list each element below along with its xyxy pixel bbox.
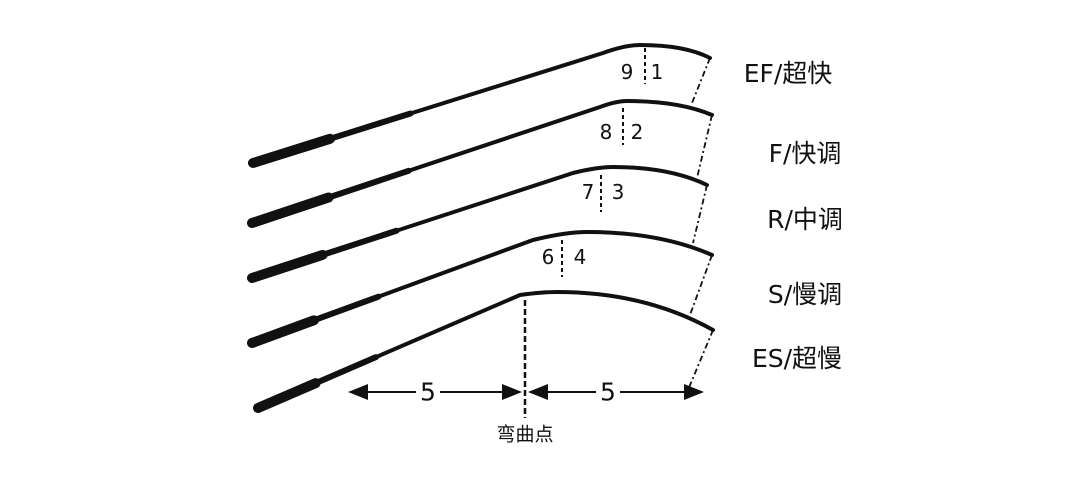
action-label-f: F/快调 <box>768 139 842 168</box>
rod-handle-es <box>253 378 321 413</box>
tip-deflection-line-es <box>687 329 714 391</box>
rod-butt-f <box>325 167 412 201</box>
ratio-left-f: 8 <box>599 120 613 144</box>
ratio-left-s: 6 <box>541 245 555 269</box>
tip-deflection-line-r <box>692 184 708 244</box>
rod-butt-es <box>312 354 379 387</box>
rod-butt-ef <box>327 110 414 142</box>
tip-deflection-line-ef <box>691 57 711 104</box>
rod-handle-s <box>247 315 319 348</box>
rod-handle-ef <box>248 133 335 168</box>
ratio-right-r: 3 <box>611 180 625 204</box>
ratio-left-ef: 9 <box>620 60 634 84</box>
rod-f <box>250 99 714 225</box>
action-label-r: R/中调 <box>767 205 843 234</box>
ratio-right-f: 2 <box>630 120 644 144</box>
tip-deflection-line-s <box>689 254 713 316</box>
action-label-ef: EF/超快 <box>743 59 833 88</box>
dimension-left-value: 5 <box>416 377 440 407</box>
ratio-left-r: 7 <box>581 180 595 204</box>
rod-handle-r <box>247 249 328 283</box>
action-label-s: S/慢调 <box>767 280 843 309</box>
rod-butt-r <box>319 227 400 258</box>
dimension-right-value: 5 <box>596 377 620 407</box>
ratio-right-ef: 1 <box>650 60 664 84</box>
rod-r <box>250 165 709 280</box>
bend-point-label: 弯曲点 <box>496 423 554 446</box>
rod-es <box>256 290 715 410</box>
rod-handle-f <box>247 192 334 228</box>
ratio-right-s: 4 <box>573 245 587 269</box>
rod-s <box>250 230 714 345</box>
rod-butt-s <box>310 293 382 324</box>
rod-ef <box>251 43 712 165</box>
action-label-es: ES/超慢 <box>751 344 843 373</box>
tip-deflection-line-f <box>696 114 713 179</box>
